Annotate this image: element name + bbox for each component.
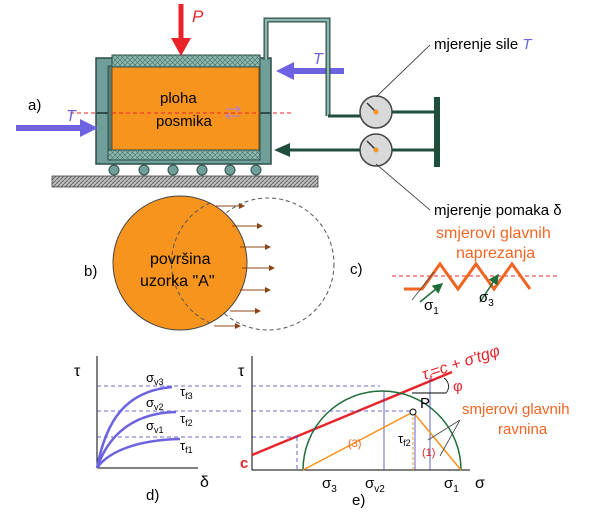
reaction-wall [434,97,440,167]
sigma3-arrow [479,273,499,303]
tau-f2-e-label: τf2 [398,431,411,448]
displacement-gauge [359,133,393,167]
shifted-circle-outline [201,197,335,331]
force-p-label: P [192,7,204,26]
sample-area-label-2: uzorka "A" [140,273,215,290]
bottom-plate [107,149,261,161]
load-p-arrow-icon [171,38,191,56]
mohr-circle [302,390,462,471]
plane-1-label: (1) [422,447,435,459]
rollers [108,164,262,176]
curve-v3 [95,385,173,469]
tau-f2-label: τf2 [180,411,193,428]
zigzag-stress-directions [404,261,532,292]
d-x-axis-label: δ [200,474,209,491]
sigma1-arrow [419,283,444,303]
sigma-v1-label: σv1 [146,418,164,435]
planes-label-1: smjerovi glavnih [462,401,570,418]
top-plate [111,54,261,68]
plane-1-line [412,411,462,471]
curve-v1 [95,437,181,469]
phi-label: φ [453,378,463,395]
overlap-arc [171,202,211,324]
force-t-left-label: T [66,108,77,125]
panel-a-label: a) [28,97,41,114]
panel-c-sigma1: σ1 [424,297,439,317]
failure-envelope [251,370,453,457]
panel-c-label: c) [350,261,363,278]
force-measure-label: mjerenje sile T [434,36,533,53]
shear-plane-arrows-icon [225,105,241,120]
sigma3-axis-label: σ3 [322,475,337,495]
panel-d: τ δ σv3 τf3 σv2 τf2 σv1 τf1 d) [74,356,242,504]
phi-arc [443,377,449,394]
sample-label-1: ploha [160,90,197,107]
displacement-arrows [214,203,275,329]
tau-f3-label: τf3 [180,384,193,401]
panel-c-title-2: naprezanja [456,245,535,262]
t-left-arrow-icon [80,119,98,137]
panel-c-title-1: smjerovi glavnih [436,225,551,242]
pole-label: P [420,395,430,412]
panel-b: površina uzorka "A" b) [84,195,335,331]
sample-area-circle [112,195,248,331]
sigma1-axis-label: σ1 [444,475,459,495]
displacement-measure-label: mjerenje pomaka δ [434,202,562,219]
pole-point [409,408,417,416]
panel-a: P T T mjerenje s [16,4,562,219]
tau-f1-label: τf1 [180,438,193,455]
drive-arrow-icon [274,143,290,157]
d-y-axis-label: τ [74,363,81,380]
cohesion-label: c [240,455,248,472]
ground-hatch [51,175,319,188]
e-y-axis-label: τ [238,363,245,380]
panel-d-label: d) [146,487,159,504]
t-right-arrow-icon [276,62,294,80]
panel-c: smjerovi glavnih naprezanja σ1 σ3 c) [350,225,560,317]
sample-label-2: posmika [156,113,213,130]
panel-b-label: b) [84,263,97,280]
e-x-axis-label: σ [475,475,485,492]
panel-e-label: e) [352,492,365,509]
curve-v2 [95,410,177,469]
sigmav2-axis-label: σv2 [365,475,385,495]
plane-3-line [302,411,414,471]
panel-c-sigma3: σ3 [479,289,494,309]
sigma-v2-label: σv2 [146,395,164,412]
force-gauge [359,95,393,129]
sample-area-label-1: površina [150,251,211,268]
planes-label-2: ravnina [498,421,548,438]
sample [111,66,260,154]
sigma-v3-label: σv3 [146,370,164,387]
force-t-right-label: T [313,51,324,68]
plane-3-label: (3) [348,438,361,450]
panel-e: τ σ τf=c + σ'tgφ φ c P τf2 (3) (1) σ3 σv… [238,343,570,509]
